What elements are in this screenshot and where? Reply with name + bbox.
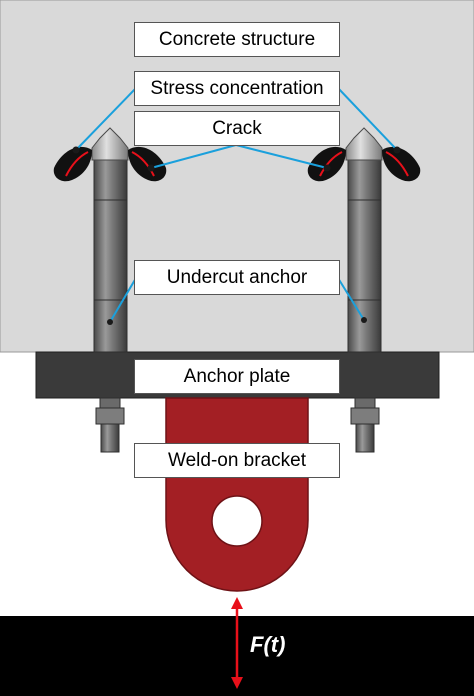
- label-weld-on-bracket: Weld-on bracket: [134, 443, 340, 478]
- crack-cone-left-inner: [128, 146, 167, 182]
- label-concrete-structure: Concrete structure: [134, 22, 340, 57]
- label-stress-concentration: Stress concentration: [134, 71, 340, 106]
- force-arrow: [231, 597, 243, 689]
- left-undercut-anchor: [91, 127, 129, 453]
- bracket-hole: [211, 495, 263, 547]
- leader-lines: [75, 87, 398, 323]
- crack-cone-right-inner: [307, 146, 346, 182]
- force-label: F(t): [250, 632, 286, 657]
- label-undercut-anchor: Undercut anchor: [134, 260, 340, 295]
- crack-cone-left-outer: [53, 146, 92, 182]
- weld-on-bracket: [165, 397, 309, 592]
- leader-dots: [72, 146, 401, 325]
- crack-cone-right-outer: [382, 146, 421, 182]
- right-undercut-anchor: [345, 127, 383, 453]
- label-anchor-plate: Anchor plate: [134, 359, 340, 394]
- label-crack: Crack: [134, 111, 340, 146]
